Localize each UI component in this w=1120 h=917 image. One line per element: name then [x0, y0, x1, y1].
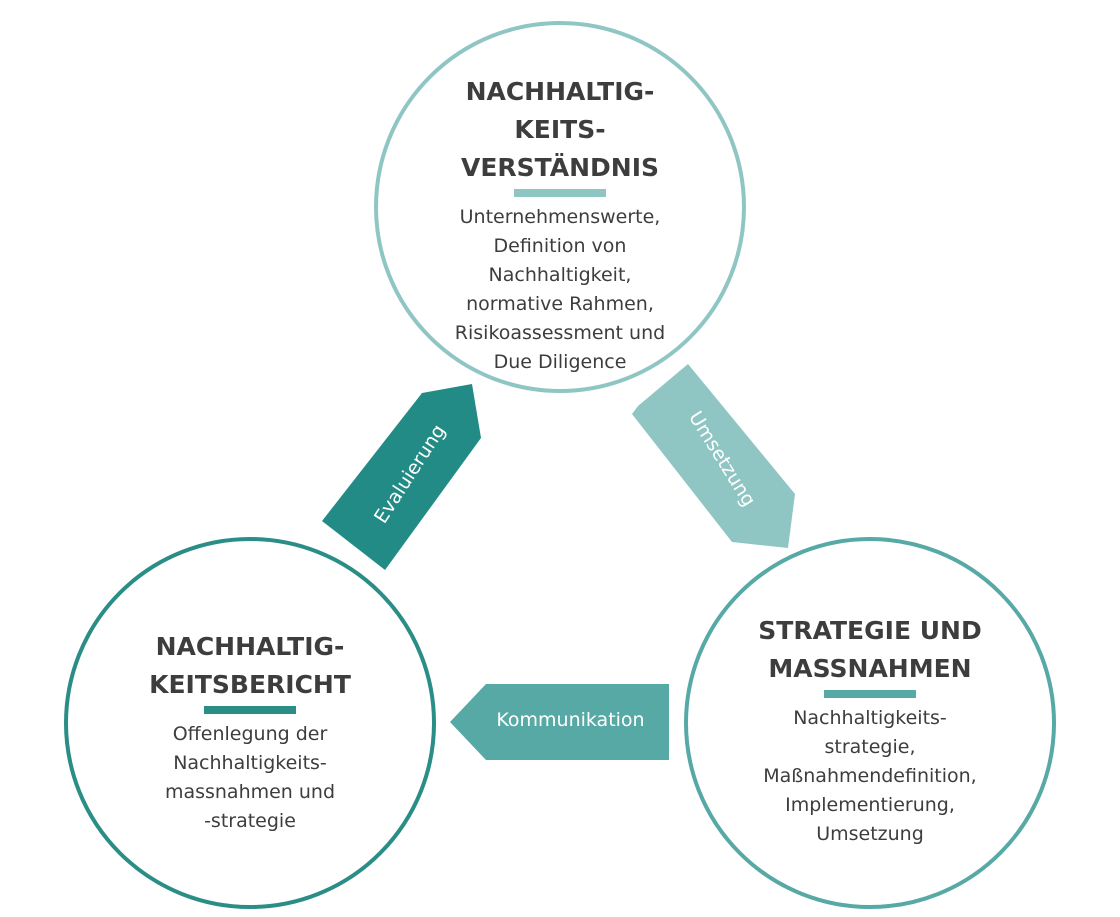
node-title: NACHHALTIG- KEITS- VERSTÄNDNIS — [460, 77, 660, 182]
kommunikation-label: Kommunikation — [496, 709, 645, 731]
node-strategie-und-massnahmen: STRATEGIE UND MASSNAHMEN Nachhaltigkeits… — [684, 537, 1056, 909]
node-nachhaltigkeitsverstaendnis: NACHHALTIG- KEITS- VERSTÄNDNIS Unternehm… — [374, 21, 746, 393]
evaluierung-arrow — [322, 384, 481, 570]
node-description: Unternehmenswerte, Definition von Nachha… — [454, 206, 666, 373]
umsetzung-arrow — [632, 364, 795, 548]
node-title: STRATEGIE UND MASSNAHMEN — [758, 616, 982, 683]
title-underline — [204, 706, 296, 714]
kommunikation-arrow — [450, 684, 669, 760]
title-underline — [514, 189, 606, 197]
node-title: NACHHALTIG- KEITSBERICHT — [149, 632, 351, 699]
title-underline — [824, 690, 916, 698]
node-description: Nachhaltigkeits- strategie, Maßnahmendef… — [763, 707, 977, 845]
node-nachhaltigkeitsbericht: NACHHALTIG- KEITSBERICHT Offenlegung der… — [64, 537, 436, 909]
node-description: Offenlegung der Nachhaltigkeits- massnah… — [164, 723, 336, 832]
